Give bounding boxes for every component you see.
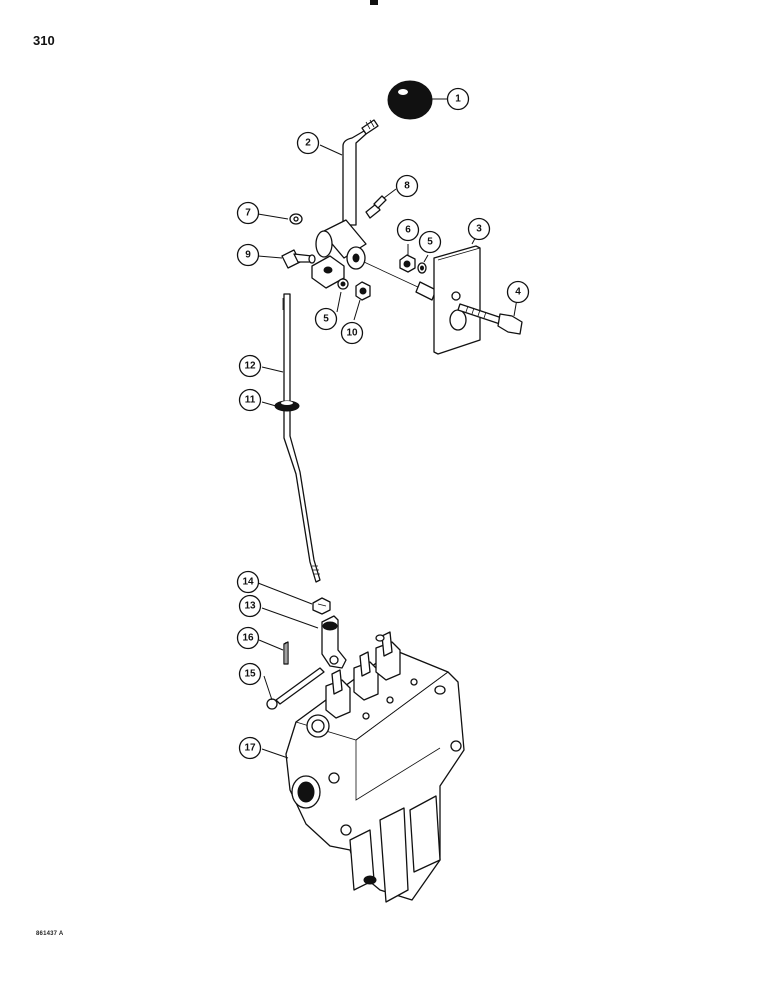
callout-13: 13 (238, 594, 262, 618)
callout-1: 1 (446, 87, 470, 111)
callout-16: 16 (236, 626, 260, 650)
knob (387, 80, 433, 120)
callout-5-upper: 5 (418, 230, 442, 254)
mounting-plate (433, 245, 481, 355)
svg-text:16: 16 (242, 633, 254, 644)
figure-code: 861437 A (36, 931, 64, 937)
washer-5-upper (417, 262, 427, 274)
callout-5-lower: 5 (314, 307, 338, 331)
svg-text:10: 10 (346, 328, 358, 339)
callout-10: 10 (340, 321, 364, 345)
svg-text:12: 12 (244, 361, 256, 372)
lever-pivot (315, 219, 367, 270)
callout-8: 8 (395, 174, 419, 198)
control-rod (282, 293, 321, 583)
callout-15: 15 (238, 662, 262, 686)
svg-text:17: 17 (244, 743, 256, 754)
nut-6 (399, 254, 416, 273)
pivot-block (311, 255, 345, 289)
callout-17: 17 (238, 736, 262, 760)
header-mark (370, 0, 378, 5)
callout-9: 9 (236, 243, 260, 267)
control-valve (285, 631, 465, 903)
callout-4: 4 (506, 280, 530, 304)
clevis-9 (281, 249, 316, 269)
svg-text:2: 2 (305, 138, 311, 149)
callout-11: 11 (238, 388, 262, 412)
svg-text:1: 1 (455, 94, 461, 105)
nut-10 (355, 281, 371, 301)
svg-text:9: 9 (245, 250, 251, 261)
svg-text:5: 5 (323, 314, 329, 325)
callout-14: 14 (236, 570, 260, 594)
svg-text:13: 13 (244, 601, 256, 612)
leader-lines (257, 98, 519, 759)
svg-text:3: 3 (476, 224, 482, 235)
svg-text:15: 15 (244, 669, 256, 680)
svg-text:4: 4 (515, 287, 521, 298)
grease-fitting (365, 195, 387, 219)
callout-3: 3 (467, 217, 491, 241)
nut-14 (312, 597, 331, 615)
svg-text:11: 11 (245, 395, 256, 406)
washer-7 (289, 213, 303, 225)
bolt-4 (457, 303, 523, 335)
grommet-11 (274, 400, 300, 412)
page-number: 310 (33, 33, 55, 48)
washer-5-lower (337, 278, 349, 290)
callout-6: 6 (396, 218, 420, 242)
cotter-pin-16 (283, 641, 289, 665)
lever-rod (342, 119, 379, 226)
svg-text:6: 6 (405, 225, 411, 236)
pin-15 (266, 667, 325, 710)
svg-text:5: 5 (427, 237, 433, 248)
callout-12: 12 (238, 354, 262, 378)
svg-text:7: 7 (245, 208, 251, 219)
callout-2: 2 (296, 131, 320, 155)
clevis-13 (321, 615, 347, 669)
callout-7: 7 (236, 201, 260, 225)
svg-text:8: 8 (404, 181, 410, 192)
pivot-pin (363, 261, 437, 301)
svg-text:14: 14 (242, 577, 254, 588)
